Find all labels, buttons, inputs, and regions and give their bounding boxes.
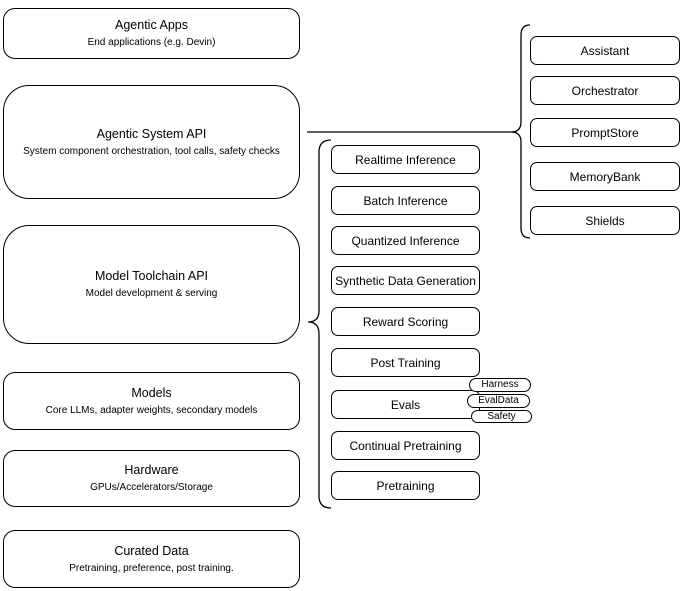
layer-subtitle: Pretraining, preference, post training. xyxy=(69,562,234,574)
service-quantized-inference: Quantized Inference xyxy=(331,226,480,255)
layer-title: Agentic System API xyxy=(96,126,207,141)
component-assistant: Assistant xyxy=(530,36,680,65)
eval-tag-evaldata: EvalData xyxy=(467,394,530,408)
service-batch-inference: Batch Inference xyxy=(331,186,480,215)
layer-title: Models xyxy=(131,385,172,400)
layer-title: Curated Data xyxy=(114,543,189,558)
layer-title: Hardware xyxy=(124,463,179,477)
service-pretraining: Pretraining xyxy=(331,471,480,500)
layer-subtitle: GPUs/Accelerators/Storage xyxy=(90,482,213,493)
eval-tag-safety: Safety xyxy=(471,409,532,423)
layer-agentic-apps: Agentic Apps End applications (e.g. Devi… xyxy=(3,8,300,59)
component-promptstore: PromptStore xyxy=(530,118,680,147)
service-post-training: Post Training xyxy=(331,348,480,377)
layer-models: Models Core LLMs, adapter weights, secon… xyxy=(3,372,300,430)
service-continual-pretraining: Continual Pretraining xyxy=(331,431,480,460)
service-evals: Evals xyxy=(331,390,480,419)
service-realtime-inference: Realtime Inference xyxy=(331,145,480,174)
layer-hardware: Hardware GPUs/Accelerators/Storage xyxy=(3,450,300,507)
eval-tag-harness: Harness xyxy=(469,378,531,392)
layer-agentic-system-api: Agentic System API System component orch… xyxy=(3,85,300,199)
toolchain-brace xyxy=(307,139,332,509)
components-brace xyxy=(510,24,531,239)
service-reward-scoring: Reward Scoring xyxy=(331,307,480,336)
layer-subtitle: System component orchestration, tool cal… xyxy=(23,145,280,157)
layer-title: Agentic Apps xyxy=(115,18,188,32)
service-synthetic-data-generation: Synthetic Data Generation xyxy=(331,266,480,295)
component-orchestrator: Orchestrator xyxy=(530,76,680,105)
component-memorybank: MemoryBank xyxy=(530,162,680,191)
layer-subtitle: Model development & serving xyxy=(85,288,218,299)
layer-curated-data: Curated Data Pretraining, preference, po… xyxy=(3,530,300,588)
layer-subtitle: End applications (e.g. Devin) xyxy=(87,37,216,48)
layer-model-toolchain-api: Model Toolchain API Model development & … xyxy=(3,225,300,344)
layer-subtitle: Core LLMs, adapter weights, secondary mo… xyxy=(45,404,258,416)
component-shields: Shields xyxy=(530,206,680,235)
layer-title: Model Toolchain API xyxy=(94,269,209,283)
